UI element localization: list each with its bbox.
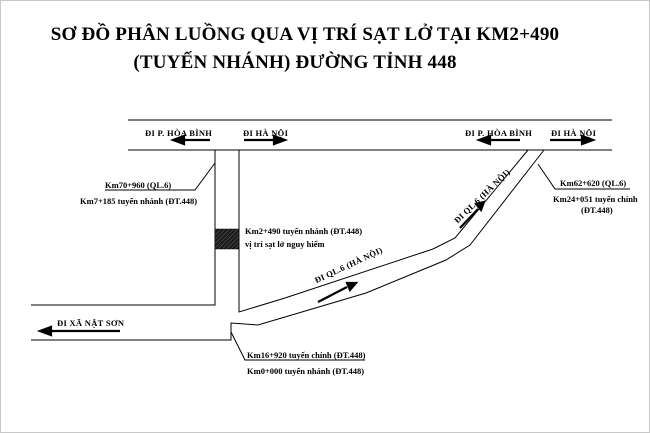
label-km2-line2: vị trí sạt lở nguy hiểm [245,239,325,249]
diagram-title-line2: (TUYẾN NHÁNH) ĐƯỜNG TỈNH 448 [133,52,457,73]
arrow-head [580,134,597,146]
dir-ha-noi-left: ĐI HÀ NỘI [243,128,289,138]
dir-hoa-binh-right: ĐI P. HÒA BÌNH [465,128,533,138]
leader-km16 [230,331,365,361]
dir-hoa-binh-left: ĐI P. HÒA BÌNH [145,128,213,138]
label-km24-line1: Km24+051 tuyến chính [553,194,638,204]
label-km7: Km7+185 tuyến nhánh (ĐT.448) [80,196,198,206]
label-km62: Km62+620 (QL.6) [560,178,627,188]
dir-xa-nat-son: ĐI XÃ NẬT SƠN [57,318,125,328]
label-km16: Km16+920 tuyến chính (ĐT.448) [247,350,366,360]
branch-left-outer [31,150,216,306]
main-route-lower [31,149,545,341]
arrow-ql6-upper [459,208,479,229]
arrow-head [36,325,53,337]
arrow-head [474,200,486,213]
label-km24-line2: (ĐT.448) [581,205,613,215]
label-km2-line1: Km2+490 tuyến nhánh (ĐT.448) [245,226,363,236]
label-km0: Km0+000 tuyến nhánh (ĐT.448) [247,366,365,376]
arrow-head [169,134,186,146]
leader-km70 [105,162,216,191]
arrow-head [475,134,492,146]
arrow-head [272,134,289,146]
dir-ha-noi-right: ĐI HÀ NỘI [551,128,597,138]
arrow-head [345,281,359,293]
leader-km62 [537,163,630,190]
branch-left-inner [238,149,529,313]
label-km70: Km70+960 (QL.6) [105,180,172,190]
landslide-hazard-marker [214,228,240,250]
arrow-ql6-lower [317,286,348,303]
diagram-title-line1: SƠ ĐỒ PHÂN LUỒNG QUA VỊ TRÍ SẠT LỞ TẠI K… [50,24,560,45]
